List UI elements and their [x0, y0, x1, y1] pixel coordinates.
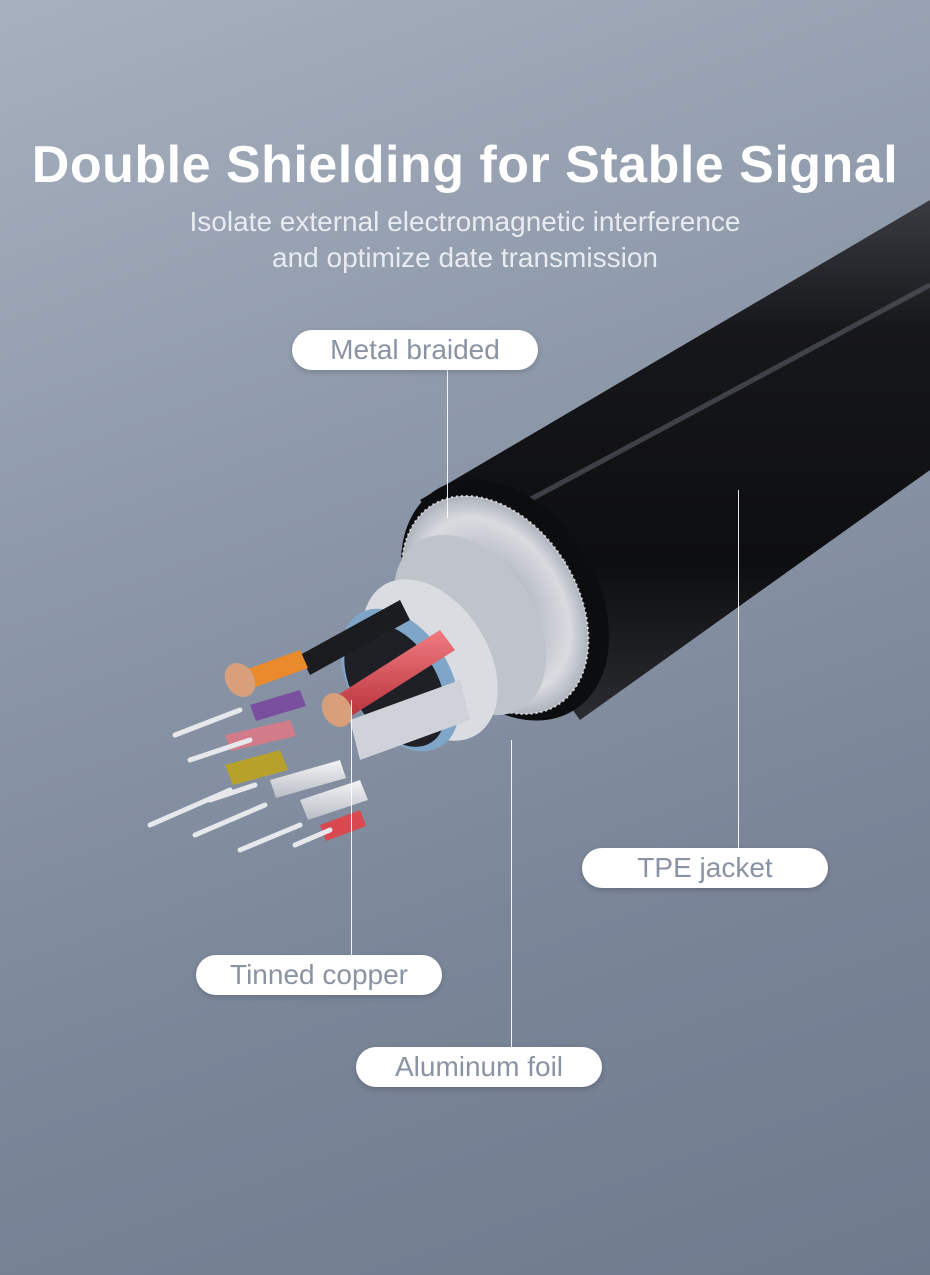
aluminum-foil-leader: [511, 740, 512, 1050]
metal-braided-leader: [447, 368, 448, 518]
page-subtitle: Isolate external electromagnetic interfe…: [0, 204, 930, 276]
tpe-jacket-label: TPE jacket: [582, 848, 828, 888]
tinned-copper-label: Tinned copper: [196, 955, 442, 995]
tinned-copper-strands: [147, 707, 333, 853]
tinned-copper-leader: [351, 700, 352, 958]
metal-braided-label: Metal braided: [292, 330, 538, 370]
aluminum-foil-label: Aluminum foil: [356, 1047, 602, 1087]
subtitle-line-1: Isolate external electromagnetic interfe…: [189, 206, 741, 237]
page-title: Double Shielding for Stable Signal: [31, 136, 899, 194]
tpe-jacket-leader: [738, 490, 739, 852]
inner-wires: [224, 600, 470, 841]
subtitle-line-2: and optimize date transmission: [272, 242, 658, 273]
